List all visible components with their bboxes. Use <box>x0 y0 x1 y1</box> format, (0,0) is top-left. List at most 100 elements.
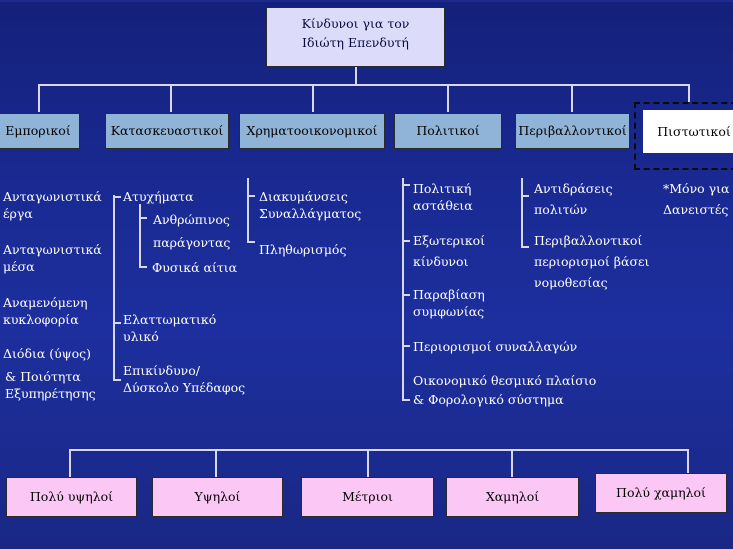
commercial-item-1: Ανταγωνιστικά έργα <box>3 188 102 222</box>
level-medium-label: Μέτριοι <box>342 489 393 504</box>
commercial-item-2-line1: Ανταγωνιστικά <box>3 242 102 257</box>
political-tree-trunk <box>402 178 404 401</box>
category-construction-label: Κατασκευαστικοί <box>110 123 224 138</box>
title-underline <box>0 0 733 2</box>
construction-terrain-line1: Επικίνδυνο/ <box>123 363 201 378</box>
levels-connector-horizontal <box>69 449 689 451</box>
level-very-high: Πολύ υψηλοί <box>6 477 137 517</box>
level-medium: Μέτριοι <box>301 477 434 517</box>
commercial-item-3-line2: κυκλοφορία <box>3 312 79 327</box>
political-branch-1 <box>402 184 410 186</box>
financial-fx-fluctuations: Διακυμάνσεις Συναλλάγματος <box>259 188 361 222</box>
construction-natural-causes: Φυσικά αίτια <box>152 260 238 275</box>
commercial-item-2-line2: μέσα <box>3 259 35 274</box>
root-node-line1: Κίνδυνοι για τον <box>301 16 410 31</box>
credit-note-line1: *Μόνο για <box>663 181 730 196</box>
construction-human-line1: Ανθρώπινος <box>153 212 230 227</box>
levels-drop-5 <box>687 449 689 473</box>
environmental-reactions-line1: Αντιδράσεις <box>534 181 613 196</box>
level-very-low-label: Πολύ χαμηλοί <box>616 485 706 500</box>
category-drop-1 <box>38 84 40 112</box>
category-drop-5 <box>571 84 573 112</box>
category-financial-label: Χρηματοοικονομικοί <box>246 123 378 138</box>
category-drop-2 <box>170 84 172 112</box>
construction-subbranch-natural <box>139 266 147 268</box>
environmental-tree-trunk <box>521 178 523 248</box>
level-low: Χαμηλοί <box>446 477 579 517</box>
construction-terrain-line2: Δύσκολο Υπέδαφος <box>123 380 246 395</box>
political-legal-line2: & Φορολογικό σύστημα <box>413 392 564 407</box>
financial-fx-line2: Συναλλάγματος <box>259 206 362 221</box>
credit-lenders-note: *Μόνο για Δανειστές <box>663 180 730 218</box>
environmental-limits-line3: νομοθεσίας <box>534 275 608 290</box>
level-high-label: Υψηλοί <box>194 489 241 504</box>
construction-accidents: Ατυχήματα <box>123 189 194 204</box>
financial-branch-fx <box>247 195 255 197</box>
commercial-item-3-line1: Αναμενόμενη <box>3 295 88 310</box>
political-branch-4 <box>402 345 410 347</box>
political-breach-line2: συμφωνίας <box>413 304 485 319</box>
levels-drop-3 <box>367 449 369 477</box>
commercial-item-5-line2: Εξυπηρέτησης <box>5 386 96 401</box>
environmental-limits-line2: περιορισμοί βάσει <box>534 254 650 269</box>
environmental-citizen-reactions: Αντιδράσεις πολιτών <box>534 180 613 218</box>
commercial-item-1-line1: Ανταγωνιστικά <box>3 189 102 204</box>
financial-inflation: Πληθωρισμός <box>259 242 347 257</box>
commercial-item-5: & Ποιότητα Εξυπηρέτησης <box>5 368 96 402</box>
category-drop-6 <box>688 84 690 102</box>
environmental-limits-line1: Περιβαλλοντικοί <box>534 233 643 248</box>
environmental-legal-limits: Περιβαλλοντικοί περιορισμοί βάσει νομοθε… <box>534 232 649 291</box>
environmental-branch-2 <box>521 246 529 248</box>
financial-fx-line1: Διακυμάνσεις <box>259 189 348 204</box>
category-credit-label: Πιστωτικοί <box>657 124 731 139</box>
environmental-reactions-line2: πολιτών <box>534 202 588 217</box>
levels-drop-2 <box>215 449 217 477</box>
political-legal-line1: Οικονομικό θεσμικό πλαίσιο <box>413 373 597 388</box>
political-external-risks: Εξωτερικοί κίνδυνοι <box>413 232 485 270</box>
construction-branch-terrain <box>113 379 121 381</box>
construction-human-line2: παράγοντας <box>153 235 231 250</box>
political-transaction-limits: Περιορισμοί συναλλαγών <box>413 339 578 354</box>
category-credit: Πιστωτικοί <box>643 110 733 153</box>
level-very-low: Πολύ χαμηλοί <box>595 473 727 513</box>
political-branch-2 <box>402 240 410 242</box>
construction-human-factor: Ανθρώπινος παράγοντας <box>153 211 230 251</box>
level-very-high-label: Πολύ υψηλοί <box>29 489 114 504</box>
political-branch-3 <box>402 294 410 296</box>
category-connector-horizontal <box>38 84 690 86</box>
political-instability: Πολιτική αστάθεια <box>413 180 473 214</box>
political-external-line1: Εξωτερικοί <box>413 233 486 248</box>
partial-title-strip <box>0 0 733 6</box>
category-financial: Χρηματοοικονομικοί <box>239 113 385 149</box>
category-drop-3 <box>312 84 314 112</box>
construction-defective-material: Ελαττωματικό υλικό <box>123 311 216 345</box>
commercial-item-3: Αναμενόμενη κυκλοφορία <box>3 294 87 328</box>
political-instability-line1: Πολιτική <box>413 181 472 196</box>
category-construction: Κατασκευαστικοί <box>105 113 229 149</box>
political-agreement-breach: Παραβίαση συμφωνίας <box>413 286 485 320</box>
political-external-line2: κίνδυνοι <box>413 254 469 269</box>
levels-drop-1 <box>69 449 71 477</box>
commercial-item-1-line2: έργα <box>3 206 33 221</box>
construction-defective-line2: υλικό <box>123 329 159 344</box>
levels-drop-4 <box>511 449 513 477</box>
construction-branch-defective <box>113 322 121 324</box>
political-branch-5 <box>402 399 410 401</box>
category-environmental: Περιβαλλοντικοί <box>515 113 630 149</box>
commercial-item-2: Ανταγωνιστικά μέσα <box>3 241 102 275</box>
construction-tree-trunk <box>113 195 115 381</box>
financial-branch-inflation <box>247 241 255 243</box>
category-drop-4 <box>447 84 449 112</box>
level-high: Υψηλοί <box>152 477 283 517</box>
credit-dashed-frame <box>634 102 733 170</box>
construction-subtree-trunk <box>139 204 141 268</box>
financial-tree-trunk <box>247 178 249 243</box>
category-commercial-label: Εμπορικοί <box>5 123 71 138</box>
category-political-label: Πολιτικοί <box>416 123 480 138</box>
level-low-label: Χαμηλοί <box>485 489 540 504</box>
category-environmental-label: Περιβαλλοντικοί <box>518 123 627 138</box>
construction-branch-accidents <box>113 196 121 198</box>
category-commercial: Εμπορικοί <box>0 113 80 149</box>
credit-note-line2: Δανειστές <box>663 202 729 217</box>
root-node-line2: Ιδιώτη Επενδυτή <box>302 35 409 50</box>
